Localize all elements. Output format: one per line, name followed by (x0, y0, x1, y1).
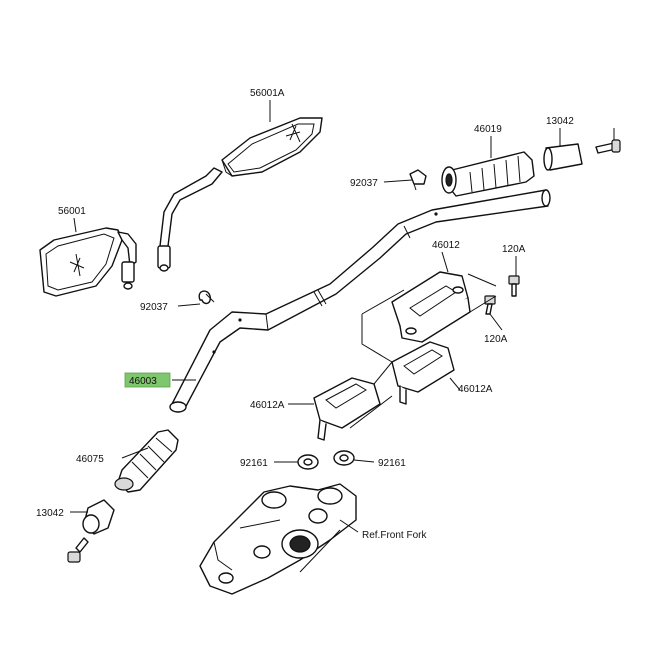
bar-end-weight-right[interactable] (543, 139, 621, 171)
label-front-fork-ref[interactable]: Ref.Front Fork (362, 530, 427, 541)
highlight-handlebar (124, 372, 171, 388)
front-fork-bracket (199, 483, 357, 595)
mirror-right[interactable] (157, 117, 323, 272)
label-bolt-upper[interactable]: 120A (502, 244, 526, 255)
holder-right[interactable] (391, 341, 455, 405)
label-handlebar[interactable]: 46003 (129, 376, 157, 387)
label-washer-right[interactable]: 92161 (378, 458, 406, 469)
label-weight-left[interactable]: 13042 (36, 508, 64, 519)
label-mirror-left[interactable]: 56001 (58, 206, 86, 217)
holder-upper[interactable] (391, 271, 471, 343)
label-holder-right[interactable]: 46012A (458, 384, 493, 395)
clip-right[interactable] (409, 169, 427, 191)
label-weight-right[interactable]: 13042 (546, 116, 574, 127)
bar-end-weight-left[interactable] (67, 499, 115, 563)
leader-lines (70, 100, 615, 533)
label-clip-right[interactable]: 92037 (350, 178, 378, 189)
grip-right[interactable] (441, 151, 535, 197)
label-bolt-lower[interactable]: 120A (484, 334, 508, 345)
washer-right[interactable] (333, 450, 355, 466)
washer-left[interactable] (297, 454, 319, 470)
label-holder-left[interactable]: 46012A (250, 400, 285, 411)
label-grip-left[interactable]: 46075 (76, 454, 104, 465)
bolt-upper[interactable] (508, 275, 520, 297)
label-mirror-right[interactable]: 56001A (250, 88, 285, 99)
bolt-lower[interactable] (484, 295, 496, 315)
handlebar[interactable] (169, 189, 551, 413)
label-clip-left[interactable]: 92037 (140, 302, 168, 313)
label-grip-right[interactable]: 46019 (474, 124, 502, 135)
label-washer-left[interactable]: 92161 (240, 458, 268, 469)
holder-left[interactable] (313, 377, 381, 441)
part-labels: 56001A 56001 46019 13042 92037 92037 460… (36, 88, 574, 541)
grip-left[interactable] (114, 429, 179, 493)
label-holder-upper[interactable]: 46012 (432, 240, 460, 251)
mirror-left[interactable] (39, 227, 137, 297)
clip-left[interactable] (198, 290, 215, 305)
